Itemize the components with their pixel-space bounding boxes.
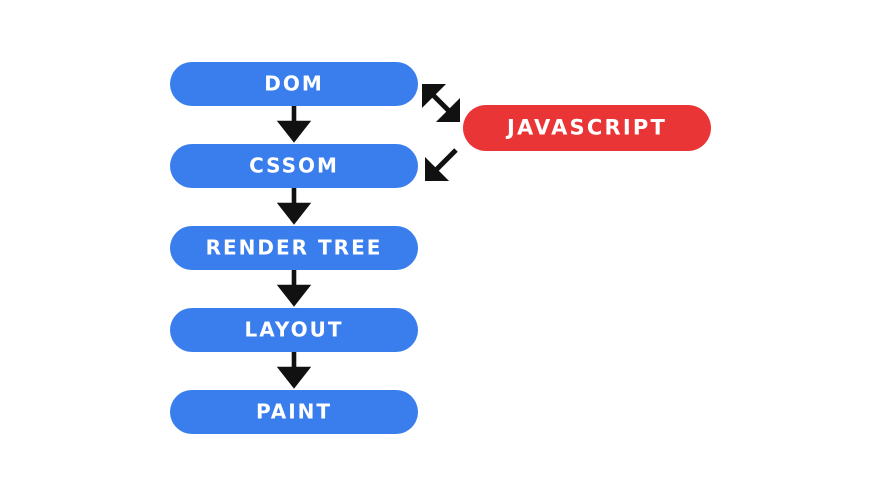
stage-label-layout: LAYOUT	[244, 317, 344, 342]
stage-node-cssom[interactable]: CSSOM	[170, 144, 418, 188]
stage-node-dom[interactable]: DOM	[170, 62, 418, 106]
arrow-down-icon-layout-to-paint	[274, 352, 314, 390]
javascript-node[interactable]: JAVASCRIPT	[463, 105, 711, 151]
stage-node-paint[interactable]: PAINT	[170, 390, 418, 434]
arrow-down-left-icon-javascript-to-cssom	[424, 146, 460, 182]
stage-label-paint: PAINT	[255, 399, 333, 424]
stage-label-render-tree: RENDER TREE	[205, 235, 383, 260]
stage-label-dom: DOM	[264, 71, 324, 96]
stage-label-cssom: CSSOM	[249, 153, 339, 178]
javascript-label: JAVASCRIPT	[507, 115, 667, 139]
stage-node-layout[interactable]: LAYOUT	[170, 308, 418, 352]
arrow-down-icon-dom-to-cssom	[274, 106, 314, 144]
stage-node-render-tree[interactable]: RENDER TREE	[170, 226, 418, 270]
arrow-down-icon-render-tree-to-layout	[274, 270, 314, 308]
arrow-down-icon-cssom-to-render-tree	[274, 188, 314, 226]
arrow-diagonal-bidirectional-icon-dom-javascript	[421, 83, 461, 123]
